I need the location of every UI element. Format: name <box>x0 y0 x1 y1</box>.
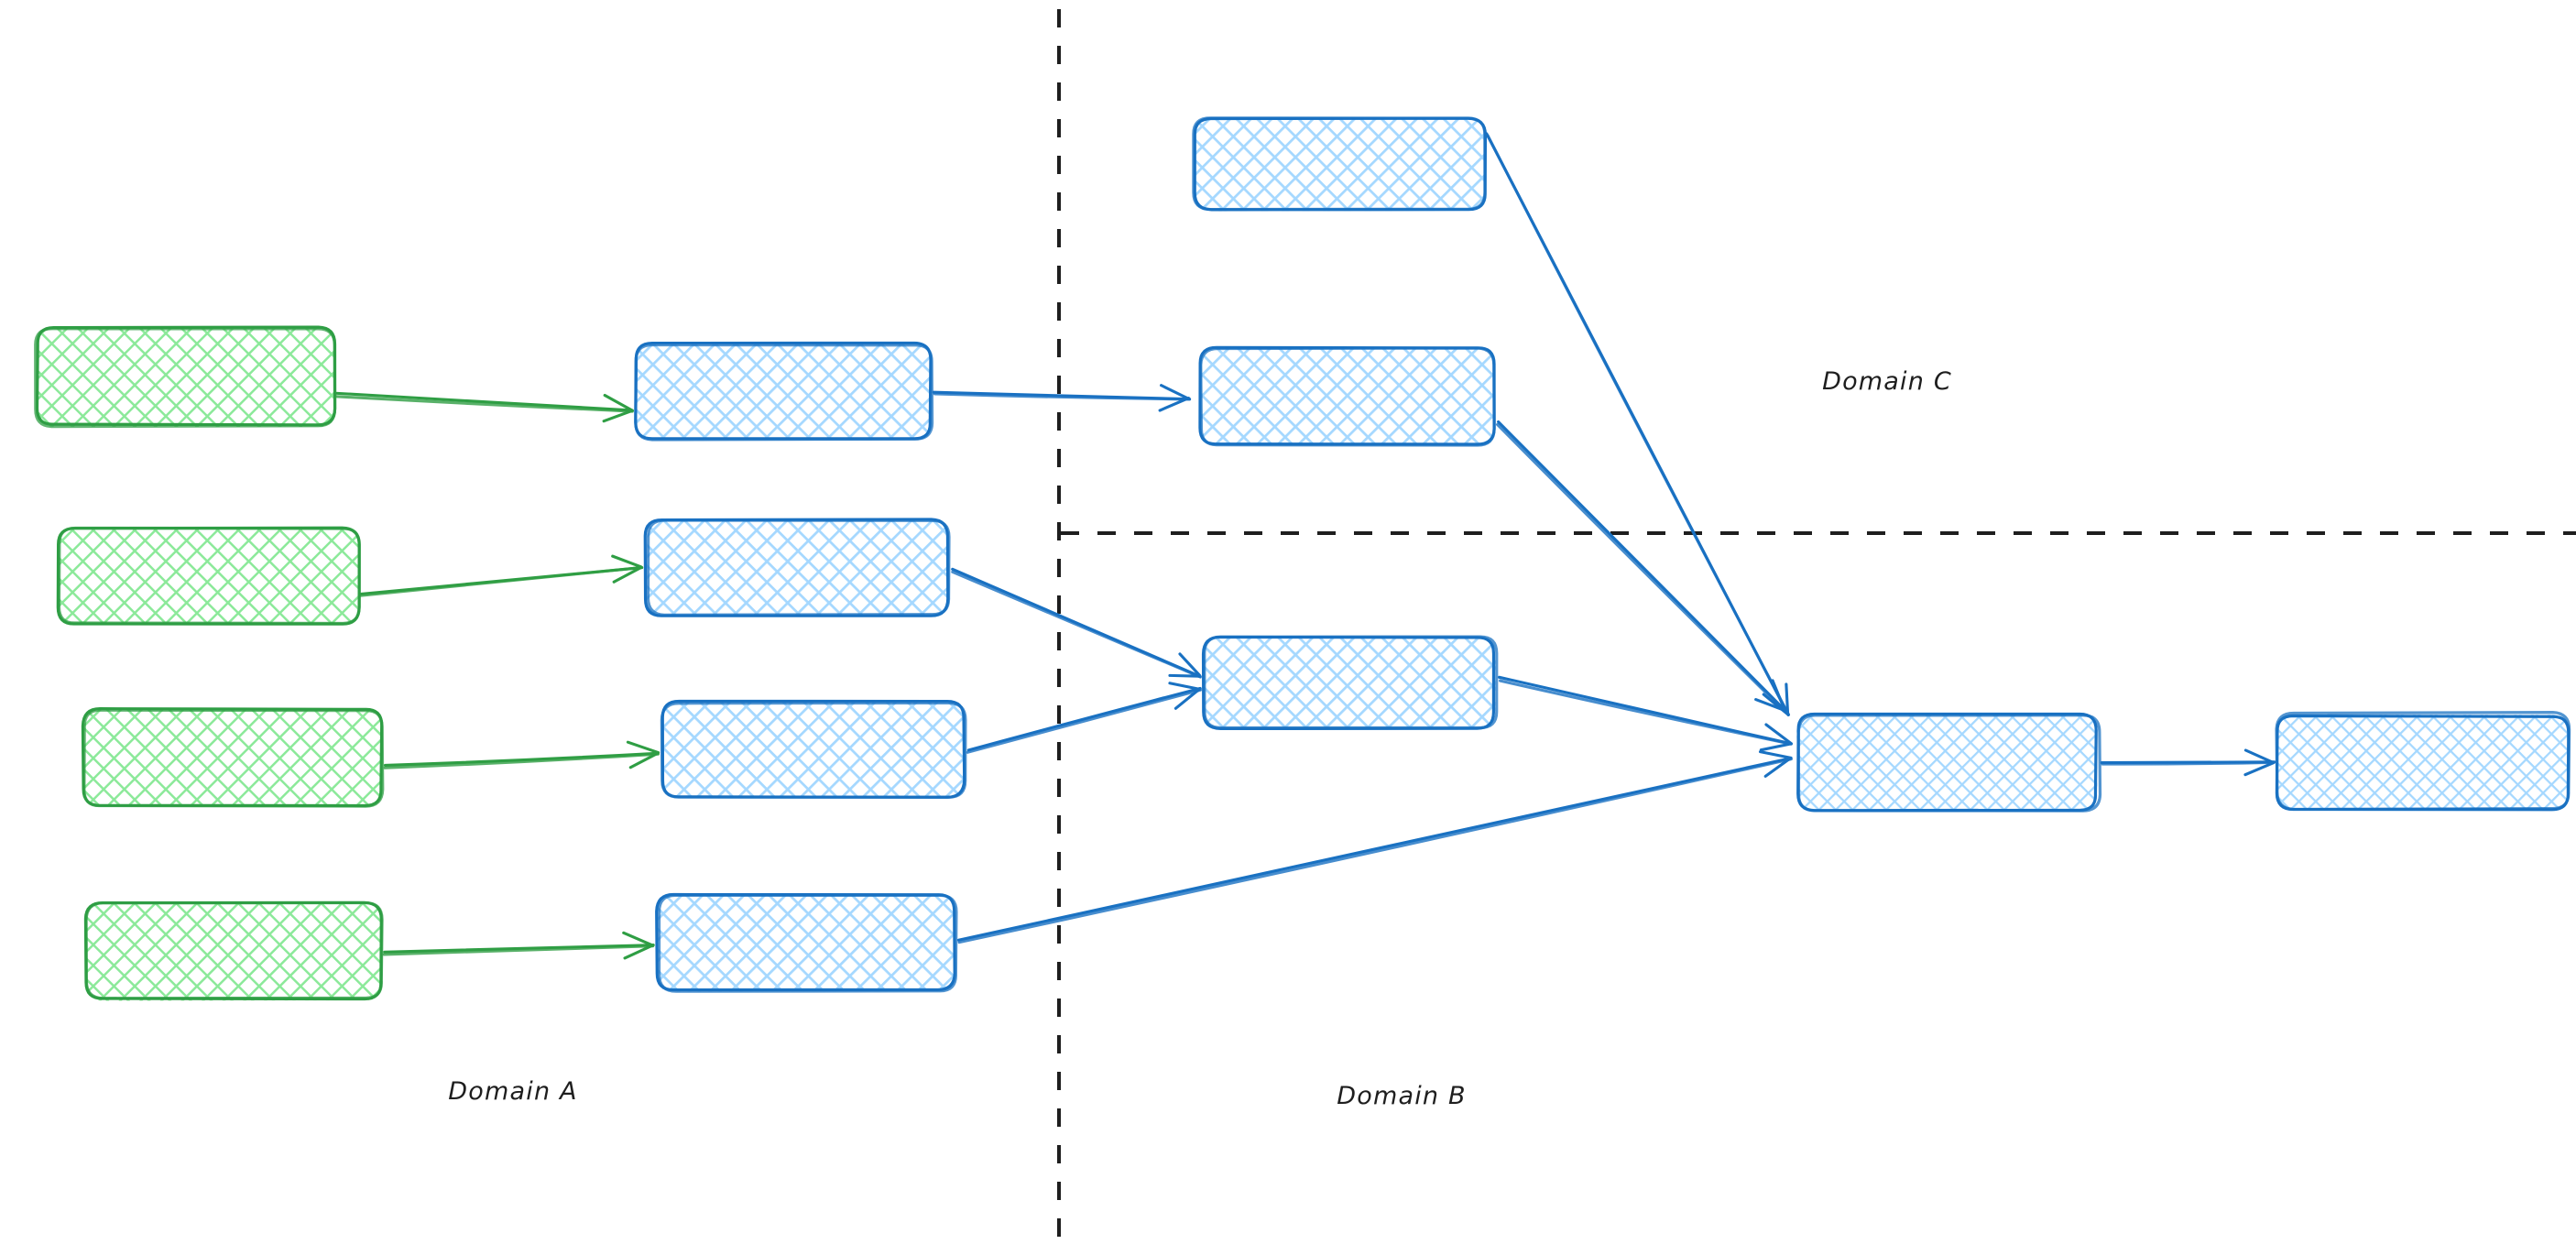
edge-arrowhead <box>1785 682 1790 716</box>
node-outline <box>657 893 958 993</box>
edge-arrowhead <box>1763 757 1793 778</box>
edge-shaft <box>1486 134 1791 716</box>
edge-e-a2-b2 <box>358 554 644 597</box>
nodes-layer <box>34 116 2571 1001</box>
edge-shaft <box>933 392 1192 401</box>
edge-arrowhead <box>1168 682 1202 691</box>
edge-arrowhead <box>1160 384 1191 400</box>
edge-e-a1-b1 <box>333 391 635 423</box>
edge-arrowhead <box>628 751 660 769</box>
edge-shaft <box>966 688 1203 754</box>
edge-arrowhead <box>603 393 634 412</box>
node-b4[interactable] <box>655 892 958 993</box>
edge-arrowhead <box>1178 652 1202 678</box>
edge-e-a4-b4 <box>382 931 655 960</box>
edge-e-a3-b3 <box>383 740 660 769</box>
node-fill <box>1201 348 1494 445</box>
edge-shaft <box>2101 760 2276 766</box>
edge-arrowhead <box>1158 397 1191 412</box>
node-fill <box>36 329 335 427</box>
node-outline <box>84 900 384 1000</box>
edge-arrowhead <box>623 944 655 960</box>
edge-e-b2-c3 <box>951 567 1202 679</box>
edge-shaft <box>1497 420 1786 712</box>
edge-e-c2-d1 <box>1496 420 1786 714</box>
edge-shaft <box>382 944 655 956</box>
node-fill <box>2278 715 2570 809</box>
edge-arrowhead <box>1758 750 1793 759</box>
node-outline <box>1192 116 1487 212</box>
edge-arrowhead <box>612 565 643 584</box>
node-outline <box>1796 714 2102 813</box>
node-d1[interactable] <box>1796 712 2102 813</box>
edge-shaft <box>383 751 660 767</box>
edge-e-d1-d2 <box>2100 748 2276 777</box>
node-outline <box>1203 635 1499 730</box>
node-a4[interactable] <box>83 900 384 1001</box>
edge-arrowhead <box>626 740 660 755</box>
node-b2[interactable] <box>643 518 951 617</box>
node-outline <box>2275 711 2571 812</box>
edge-arrowhead <box>1173 686 1202 710</box>
edge-shaft <box>333 395 634 413</box>
edge-arrowhead <box>622 931 655 947</box>
node-fill <box>83 709 383 805</box>
node-a3[interactable] <box>81 707 385 808</box>
node-outline <box>646 518 951 617</box>
node-b3[interactable] <box>660 699 967 799</box>
edge-arrowhead <box>1759 742 1793 752</box>
edge-e-b1-c2 <box>932 384 1192 412</box>
node-fill <box>1193 119 1486 212</box>
edges-layer <box>333 132 2276 960</box>
edge-arrowhead <box>1771 679 1786 712</box>
node-outline <box>1199 346 1496 447</box>
node-fill <box>658 894 955 992</box>
node-a1[interactable] <box>34 325 337 429</box>
edge-shaft <box>966 687 1201 752</box>
edge-shaft <box>1496 422 1786 714</box>
label-domain-a: Domain A <box>448 1077 577 1106</box>
node-c1[interactable] <box>1192 116 1488 212</box>
node-a2[interactable] <box>56 526 361 626</box>
domain-dividers <box>1057 9 2576 1246</box>
node-fill <box>86 903 382 1001</box>
node-outline <box>660 701 967 799</box>
edge-shaft <box>333 391 634 412</box>
edge-arrowhead <box>1168 673 1202 678</box>
node-b1[interactable] <box>634 341 934 442</box>
edge-arrowhead <box>1764 723 1793 746</box>
node-outline <box>34 327 337 429</box>
label-domain-c: Domain C <box>1822 367 1952 396</box>
node-fill <box>57 528 359 625</box>
node-fill <box>1796 714 2098 811</box>
edge-arrowhead <box>611 554 643 569</box>
node-outline <box>57 526 361 626</box>
edge-shaft <box>1498 679 1793 746</box>
label-domain-b: Domain B <box>1337 1082 1466 1110</box>
node-fill <box>1204 638 1496 729</box>
edge-shaft <box>951 570 1202 679</box>
edge-arrowhead <box>2243 760 2276 777</box>
edge-arrowhead <box>1754 698 1786 712</box>
node-fill <box>635 344 931 438</box>
edge-shaft <box>383 752 660 769</box>
edge-e-b3-c3 <box>966 682 1203 754</box>
edge-e-c3-d1 <box>1498 675 1793 752</box>
node-fill <box>647 519 950 615</box>
node-d2[interactable] <box>2275 711 2571 812</box>
edge-shaft <box>358 565 643 597</box>
edge-e-c1-d1 <box>1485 132 1791 717</box>
edge-shaft <box>957 758 1793 944</box>
edge-shaft <box>956 757 1792 942</box>
edge-e-b4-d1 <box>956 750 1793 944</box>
node-c3[interactable] <box>1201 635 1499 731</box>
edge-arrowhead <box>602 409 635 423</box>
node-fill <box>662 703 966 798</box>
node-c2[interactable] <box>1198 345 1496 447</box>
edge-arrowhead <box>2243 748 2275 764</box>
node-outline <box>82 708 385 808</box>
node-outline <box>634 343 934 442</box>
domain-labels-layer: Domain A Domain B Domain C <box>448 367 1952 1110</box>
